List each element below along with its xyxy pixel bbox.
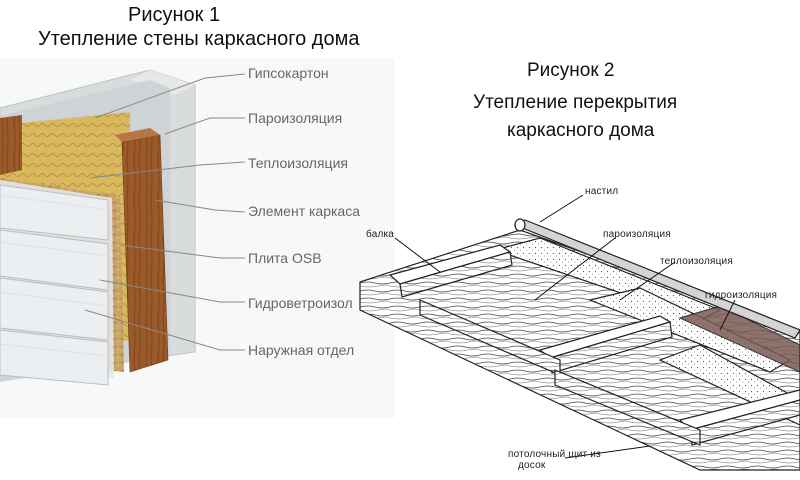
label-frame-element: Элемент каркаса — [248, 203, 361, 219]
label-wind-barrier: Гидроветроизол — [248, 295, 353, 311]
label-vapor-barrier: Пароизоляция — [248, 110, 343, 126]
label-drywall: Гипсокартон — [248, 65, 329, 81]
label-vapor-barrier-floor: пароизоляция — [603, 229, 671, 240]
label-thermal-insulation: Теплоизоляция — [248, 155, 348, 171]
figure2-title: Рисунок 2 — [527, 60, 615, 81]
label-exterior-finish: Наружная отдел — [248, 342, 355, 358]
label-beam: балка — [366, 229, 395, 240]
figure1-title: Рисунок 1 — [128, 4, 221, 26]
label-insulation-floor: теплоизоляция — [660, 256, 733, 267]
label-osb-plate: Плита OSB — [248, 250, 322, 266]
figure2-subtitle-line2: каркасного дома — [507, 120, 655, 141]
floor-section-illustration — [359, 194, 800, 471]
wall-section-illustration — [0, 58, 395, 418]
label-waterproofing: гидроизоляция — [705, 290, 778, 301]
label-ceiling-panel-line1: потолочный щит из — [508, 449, 601, 460]
label-flooring: настил — [585, 186, 619, 197]
figure2-subtitle-line1: Утепление перекрытия — [473, 92, 678, 113]
figure1-subtitle: Утепление стены каркасного дома — [38, 28, 360, 50]
label-ceiling-panel-line2: досок — [518, 460, 546, 471]
